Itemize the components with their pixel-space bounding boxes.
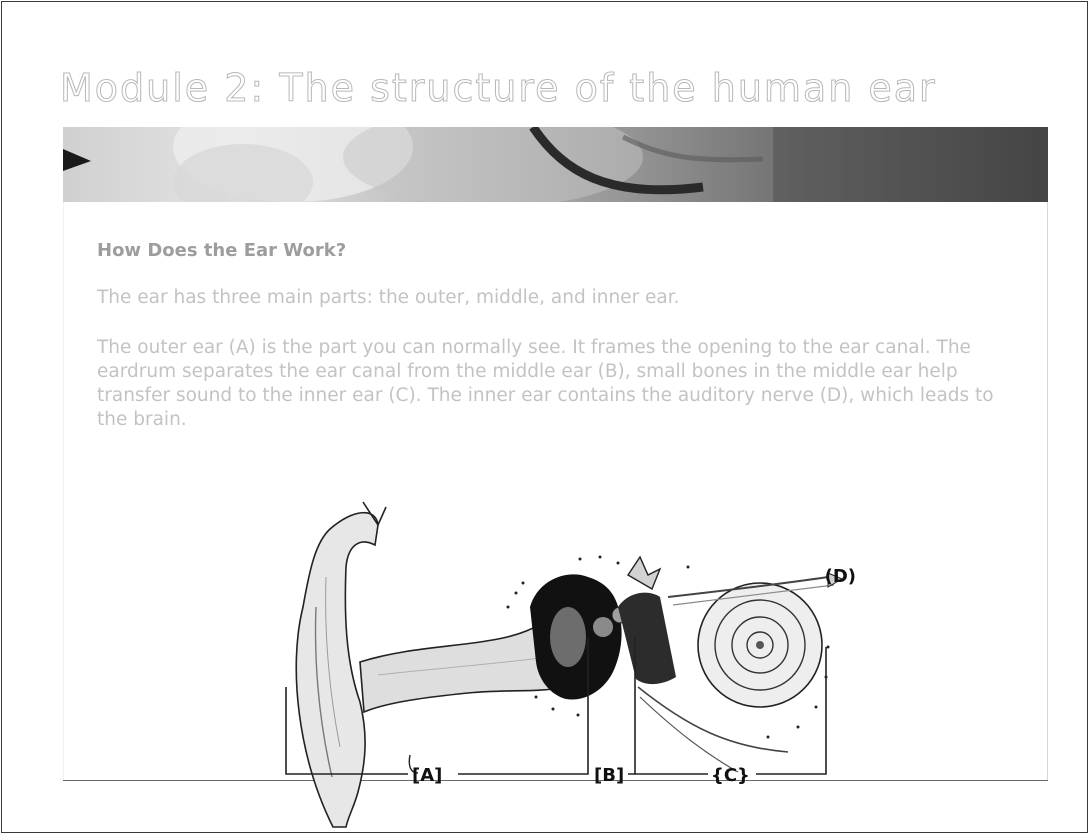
section-heading: How Does the Ear Work?: [97, 240, 346, 261]
label-middle-ear: [B]: [594, 765, 624, 786]
body-paragraph: The outer ear (A) is the part you can no…: [97, 336, 1017, 432]
banner-image: [63, 127, 1048, 202]
label-auditory-nerve: (D): [825, 566, 856, 587]
slide-title: Module 2: The structure of the human ear: [60, 66, 937, 110]
intro-paragraph: The ear has three main parts: the outer,…: [97, 286, 1017, 310]
label-inner-ear: {C}: [711, 765, 750, 786]
label-outer-ear: [A]: [412, 765, 442, 786]
banner-art: [63, 127, 1048, 202]
ear-diagram: [A] [B] {C} (D): [268, 497, 850, 822]
inner-ear-drawing: [618, 557, 842, 772]
middle-ear-drawing: [530, 574, 628, 699]
